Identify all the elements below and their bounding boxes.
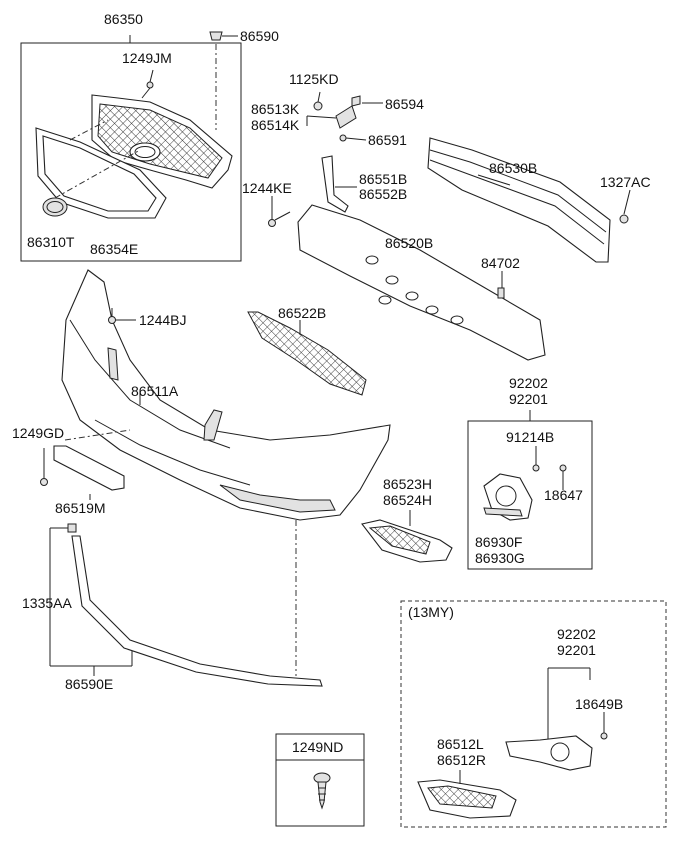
- screw-1249jm: [141, 69, 154, 99]
- 13my-box: [400, 600, 667, 828]
- part-label-1249gd: 1249GD: [12, 425, 65, 441]
- emblem: [42, 197, 68, 217]
- part-label-86512l: 86512L: [437, 736, 484, 752]
- lower-grille: [247, 311, 367, 396]
- part-label-86354e: 86354E: [90, 241, 139, 257]
- clip-84702: [497, 271, 505, 299]
- part-label-1249nd: 1249ND: [292, 739, 344, 755]
- part-label-1327ac: 1327AC: [600, 174, 651, 190]
- clip-86590: [209, 31, 238, 41]
- part-label-86511a: 86511A: [131, 383, 179, 399]
- part-label-1335aa: 1335AA: [22, 595, 72, 611]
- part-label-86590: 86590: [240, 28, 279, 44]
- part-label-86594: 86594: [385, 96, 424, 112]
- part-label-91214b: 91214B: [506, 429, 555, 445]
- fog-lamp-cover-13my: [417, 770, 517, 819]
- radiator-grille: [91, 94, 233, 189]
- label-13my: (13MY): [408, 604, 454, 620]
- part-label-1249jm: 1249JM: [122, 50, 172, 66]
- bracket-86551b: [321, 155, 357, 213]
- fog-lamp-13my: [505, 712, 608, 771]
- part-label-18649b: 18649B: [575, 696, 624, 712]
- part-label-86350: 86350: [104, 11, 143, 27]
- bumper-cover: [61, 269, 391, 521]
- part-label-86590e: 86590E: [65, 676, 114, 692]
- part-label-1125kd: 1125KD: [289, 71, 339, 87]
- part-label-86552b: 86552B: [359, 186, 408, 202]
- part-label-86930g: 86930G: [475, 550, 525, 566]
- part-label-86523h: 86523H: [383, 476, 433, 492]
- part-label-84702: 84702: [481, 255, 520, 271]
- part-label-86530b: 86530B: [489, 160, 538, 176]
- part-label-18647: 18647: [544, 487, 583, 503]
- bracket-hardware: [306, 91, 383, 142]
- part-label-86524h: 86524H: [383, 492, 433, 508]
- part-label-86930f: 86930F: [475, 534, 523, 550]
- part-label-86513k: 86513K: [251, 101, 300, 117]
- reinforcement: [40, 445, 125, 500]
- part-label-86514k: 86514K: [251, 117, 300, 133]
- nut-1327ac: [619, 189, 631, 224]
- part-label-92202-a: 92202: [509, 375, 548, 391]
- part-label-92201-b: 92201: [557, 642, 596, 658]
- back-beam: [427, 137, 611, 263]
- grille-frame: [35, 127, 167, 219]
- energy-absorber: [297, 204, 546, 361]
- screw-box: [275, 733, 365, 827]
- part-label-86512r: 86512R: [437, 752, 487, 768]
- part-label-92201-a: 92201: [509, 391, 548, 407]
- bolt-1244ke: [268, 196, 291, 227]
- part-label-1244ke: 1244KE: [242, 180, 292, 196]
- part-label-92202-b: 92202: [557, 626, 596, 642]
- screw-1249nd: [313, 772, 331, 810]
- part-label-86591: 86591: [368, 132, 407, 148]
- fog-lamp: [483, 446, 567, 521]
- part-label-86551b: 86551B: [359, 171, 408, 187]
- part-label-86310t: 86310T: [27, 234, 75, 250]
- bolt-1244bj: [108, 308, 136, 324]
- part-label-86522b: 86522B: [278, 305, 327, 321]
- grille-group-box: [20, 42, 242, 262]
- part-label-86520b: 86520B: [385, 235, 434, 251]
- part-label-1244bj: 1244BJ: [139, 312, 187, 328]
- lower-lip-strip: [67, 523, 323, 687]
- part-label-86519m: 86519M: [55, 500, 106, 516]
- fog-lamp-cover: [361, 510, 453, 563]
